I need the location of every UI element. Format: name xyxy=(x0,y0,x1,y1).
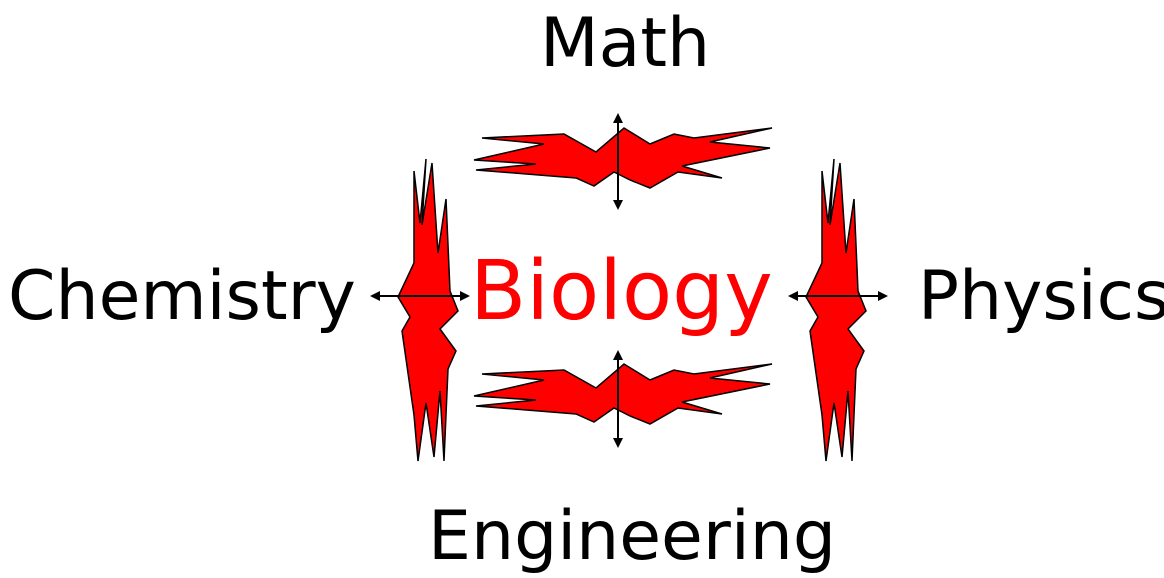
chemistry-label: Chemistry xyxy=(8,257,356,336)
right-burst-shape xyxy=(805,158,867,462)
top-connector xyxy=(473,113,773,210)
bottom-connector xyxy=(473,350,773,448)
top-burst-shape xyxy=(473,127,773,189)
math-label: Math xyxy=(540,4,711,83)
engineering-label: Engineering xyxy=(428,497,836,576)
left-connector xyxy=(370,158,470,462)
physics-label: Physics xyxy=(918,257,1164,336)
bottom-burst-shape xyxy=(473,363,773,425)
right-connector xyxy=(788,158,888,462)
left-burst-shape xyxy=(397,158,459,462)
biology-center-label: Biology xyxy=(470,244,773,339)
